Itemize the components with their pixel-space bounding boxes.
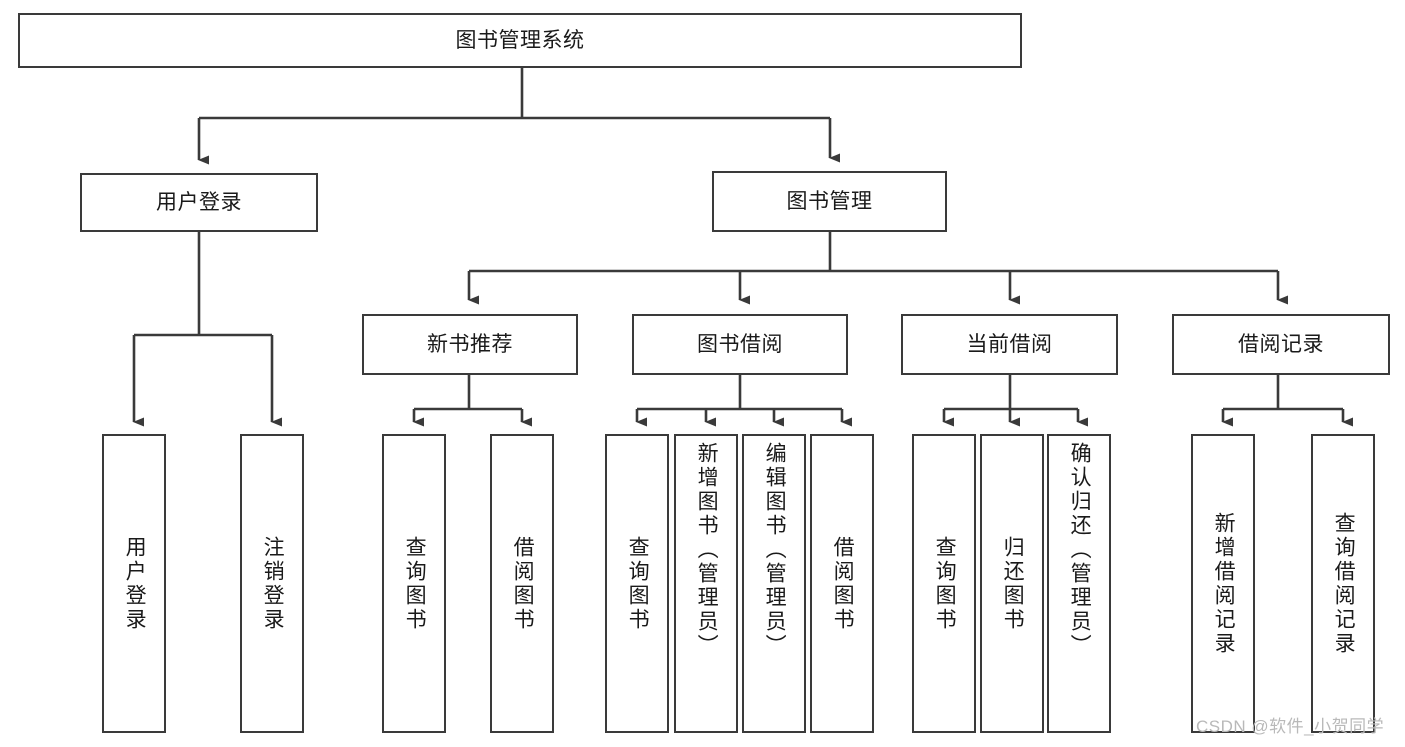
node-label: 借阅记录 — [1238, 332, 1324, 356]
node-root-book-management-system[interactable]: 图书管理系统 — [18, 13, 1022, 68]
watermark-text: CSDN @软件_小贺同学 — [1196, 717, 1385, 736]
node-label: 确认归还（管理员） — [1068, 442, 1092, 658]
node-label: 归还图书 — [1001, 535, 1025, 632]
leaf-book-borrow-add-book-admin[interactable]: 新增图书（管理员） — [674, 434, 738, 733]
node-label: 查询借阅记录 — [1332, 511, 1356, 656]
node-label: 新增图书（管理员） — [695, 442, 719, 658]
node-label: 借阅图书 — [831, 535, 855, 632]
node-label: 新增借阅记录 — [1212, 511, 1236, 656]
leaf-new-book-query-book[interactable]: 查询图书 — [382, 434, 446, 733]
node-book-borrow[interactable]: 图书借阅 — [632, 314, 848, 375]
leaf-book-borrow-borrow-book[interactable]: 借阅图书 — [810, 434, 874, 733]
node-label: 图书管理系统 — [455, 28, 585, 52]
leaf-book-borrow-query-book[interactable]: 查询图书 — [605, 434, 669, 733]
node-book-management[interactable]: 图书管理 — [712, 171, 947, 232]
leaf-user-login-login[interactable]: 用户登录 — [102, 434, 166, 733]
leaf-borrow-record-query-record[interactable]: 查询借阅记录 — [1311, 434, 1375, 733]
node-new-book-recommend[interactable]: 新书推荐 — [362, 314, 578, 375]
node-borrow-record[interactable]: 借阅记录 — [1172, 314, 1390, 375]
leaf-user-login-logout[interactable]: 注销登录 — [240, 434, 304, 733]
node-label: 新书推荐 — [427, 332, 513, 356]
leaf-current-borrow-return-book[interactable]: 归还图书 — [980, 434, 1044, 733]
node-current-borrow[interactable]: 当前借阅 — [901, 314, 1118, 375]
node-label: 查询图书 — [403, 535, 427, 632]
node-user-login[interactable]: 用户登录 — [80, 173, 318, 232]
node-label: 查询图书 — [933, 535, 957, 632]
leaf-new-book-borrow-book[interactable]: 借阅图书 — [490, 434, 554, 733]
node-label: 当前借阅 — [966, 332, 1053, 356]
node-label: 图书借阅 — [697, 332, 783, 356]
node-label: 用户登录 — [156, 190, 242, 214]
node-label: 借阅图书 — [511, 535, 535, 632]
node-label: 编辑图书（管理员） — [763, 442, 787, 658]
leaf-borrow-record-add-record[interactable]: 新增借阅记录 — [1191, 434, 1255, 733]
node-label: 查询图书 — [626, 535, 650, 632]
leaf-current-borrow-confirm-return-admin[interactable]: 确认归还（管理员） — [1047, 434, 1111, 733]
node-label: 图书管理 — [786, 189, 873, 213]
node-label: 用户登录 — [123, 535, 147, 632]
leaf-current-borrow-query-book[interactable]: 查询图书 — [912, 434, 976, 733]
node-label: 注销登录 — [261, 535, 285, 632]
leaf-book-borrow-edit-book-admin[interactable]: 编辑图书（管理员） — [742, 434, 806, 733]
